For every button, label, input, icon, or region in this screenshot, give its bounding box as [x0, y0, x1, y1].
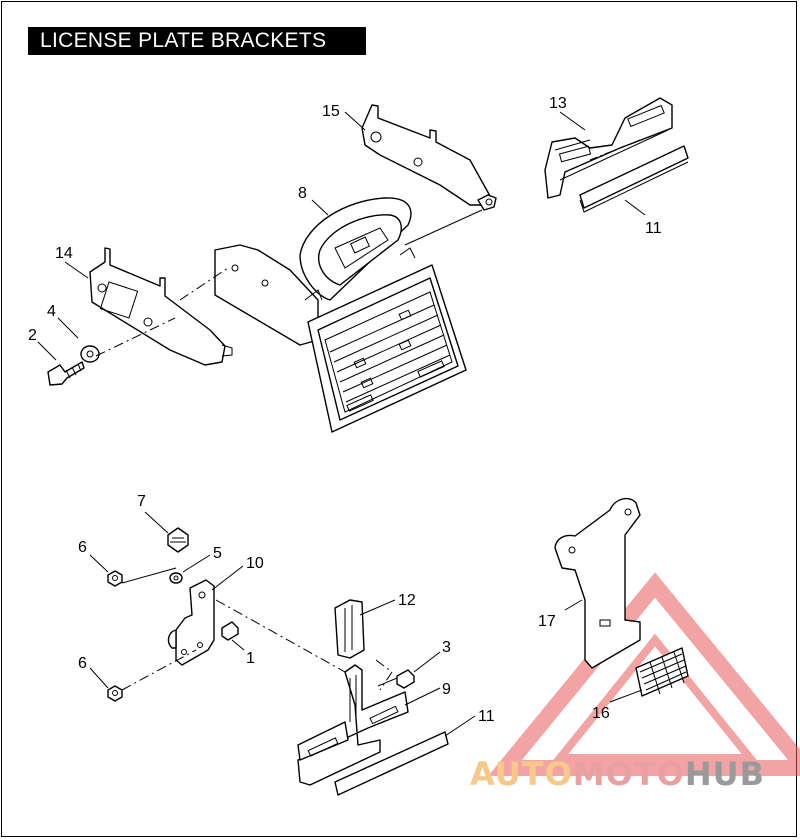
part-4-washer: [80, 345, 100, 363]
watermark-part2: MOTO: [572, 755, 685, 793]
part-7-nut: [167, 527, 189, 553]
callout-10: 10: [246, 555, 264, 572]
part-3-bolt: [377, 669, 415, 689]
callout-14: 14: [55, 245, 73, 262]
part-10-bracket: [167, 579, 215, 666]
part-13-bracket: [544, 97, 673, 199]
callout-16: 16: [592, 705, 610, 722]
part-6-nut-upper: [107, 570, 123, 587]
watermark-part1: AUTO: [470, 755, 573, 793]
assembly-line: [121, 567, 177, 584]
assembly-line: [179, 267, 229, 301]
part-15-bracket: [361, 104, 497, 211]
callout-6-lower: 6: [78, 655, 87, 672]
part-8-main-bracket: [214, 197, 467, 433]
callout-12: 12: [398, 592, 416, 609]
callout-11-top: 11: [645, 220, 662, 237]
diagram-title: LICENSE PLATE BRACKETS: [28, 27, 366, 55]
assembly-line: [95, 317, 176, 357]
part-12-clip: [334, 599, 365, 659]
part-5-washer: [169, 572, 183, 584]
part-9-plate-bracket: [297, 664, 409, 786]
callout-4: 4: [47, 303, 56, 320]
callout-3: 3: [442, 639, 451, 656]
watermark-part3: HUB: [684, 755, 766, 793]
watermark-triangle: [488, 572, 800, 776]
assembly-line: [121, 649, 197, 691]
callout-2: 2: [28, 327, 37, 344]
callout-7: 7: [137, 493, 146, 510]
part-6-nut-lower: [107, 685, 123, 702]
callout-9: 9: [442, 681, 451, 698]
part-11-strip-top: [579, 145, 689, 213]
callout-8: 8: [298, 185, 307, 202]
assembly-line: [404, 209, 483, 246]
callout-6-upper: 6: [78, 539, 87, 556]
part-2-bolt: [47, 361, 85, 386]
callout-5: 5: [213, 545, 222, 562]
part-14-side-plate: [89, 247, 233, 366]
callout-13: 13: [549, 95, 567, 112]
part-17-bracket: [554, 497, 641, 669]
callout-1: 1: [246, 650, 255, 667]
assembly-line: [215, 599, 346, 673]
assembly-line: [375, 659, 393, 691]
watermark-logo: AUTOMOTOHUB: [470, 755, 765, 793]
part-1-bolt: [221, 621, 239, 641]
callout-11-bottom: 11: [478, 708, 495, 725]
part-11-strip-bottom: [334, 731, 449, 796]
part-16-reflector: [635, 647, 689, 697]
callout-17: 17: [538, 613, 556, 630]
callout-15: 15: [322, 103, 340, 120]
leader-lines: [37, 111, 646, 737]
